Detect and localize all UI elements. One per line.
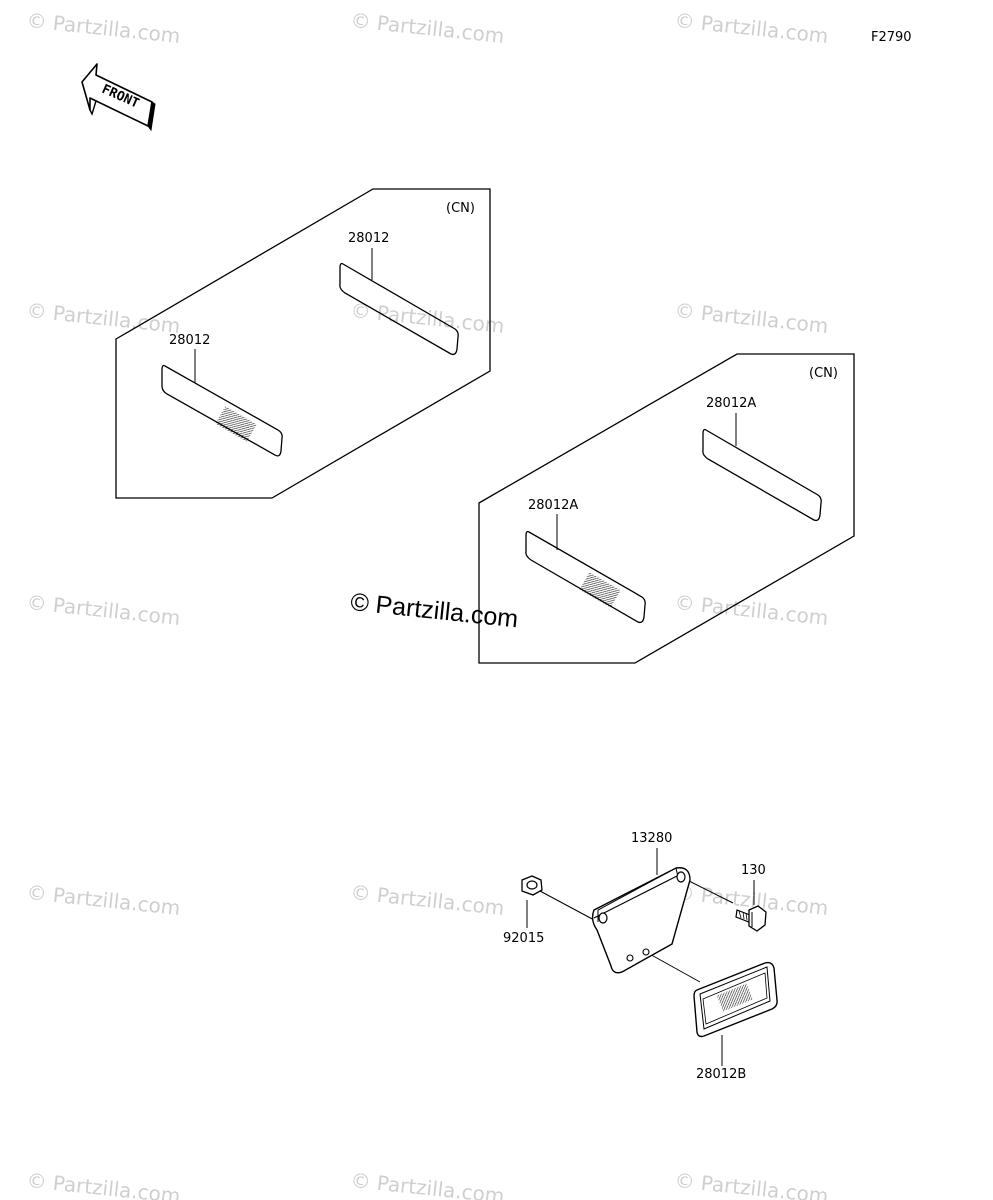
part-label-13280: 13280 <box>631 831 673 846</box>
reflector-assembly <box>521 848 778 1066</box>
part-label-28012A-upper: 28012A <box>706 396 757 411</box>
figure-code: F2790 <box>871 30 912 45</box>
front-arrow-icon: FRONT <box>81 63 156 132</box>
bolt-130-icon <box>735 905 767 932</box>
nut-92015-icon <box>521 875 543 896</box>
decal-28012A-lower <box>525 530 646 624</box>
decal-28012A-upper <box>702 428 822 522</box>
decal-28012-lower <box>161 364 283 457</box>
part-label-28012B: 28012B <box>696 1067 747 1082</box>
part-label-130: 130 <box>741 863 766 878</box>
reflector-28012B-icon <box>693 961 778 1038</box>
part-label-28012-lower: 28012 <box>169 333 211 348</box>
decal-28012-upper <box>339 262 459 356</box>
bracket-13280-icon <box>591 867 691 974</box>
decal-panel-1 <box>115 188 491 499</box>
region-tag: (CN) <box>446 201 475 216</box>
part-label-92015: 92015 <box>503 931 545 946</box>
part-label-28012A-lower: 28012A <box>528 498 579 513</box>
kawasaki-logo-icon <box>579 572 621 608</box>
kawasaki-logo-icon <box>215 406 257 442</box>
region-tag: (CN) <box>809 366 838 381</box>
part-label-28012-upper: 28012 <box>348 231 390 246</box>
decal-panel-2 <box>478 353 855 664</box>
